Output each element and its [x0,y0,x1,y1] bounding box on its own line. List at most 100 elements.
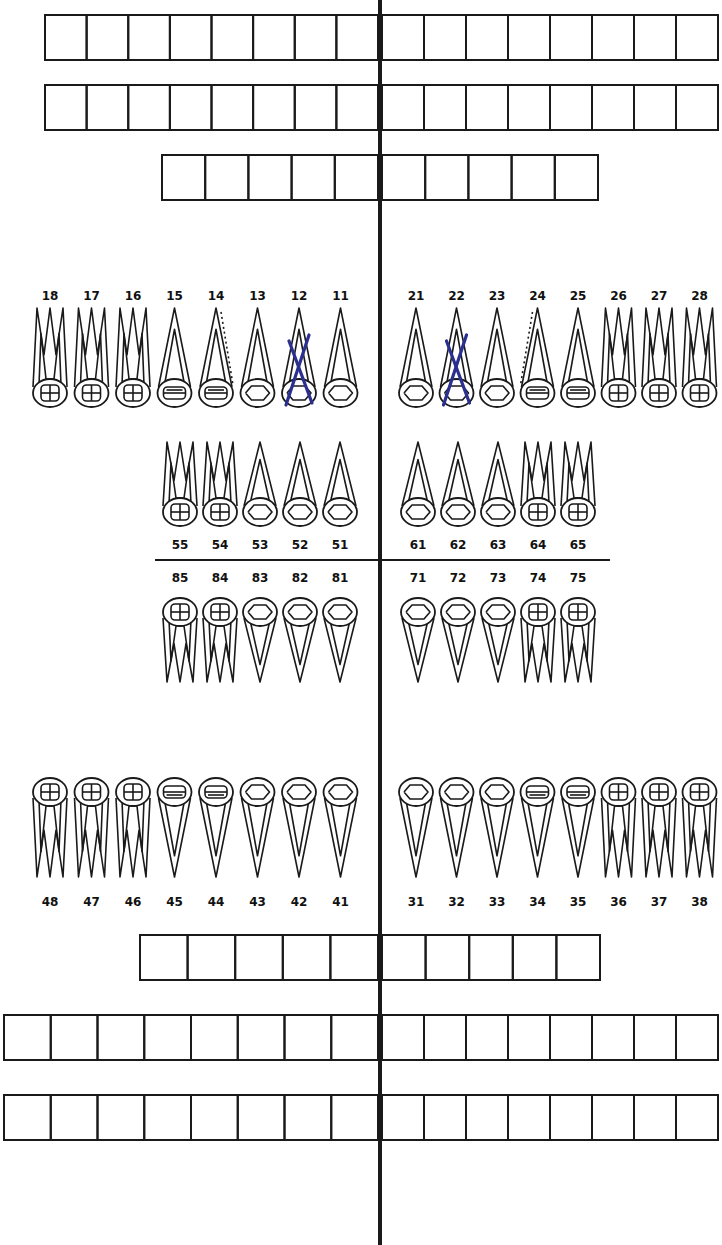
tooth-number: 36 [610,895,627,909]
chart-box [676,1015,718,1060]
tooth-outline [203,442,237,526]
chart-box [382,85,424,130]
chart-box [253,85,295,130]
tooth-outline [481,442,515,526]
tooth-number: 32 [448,895,465,909]
chart-box [424,1095,466,1140]
tooth-number: 47 [83,895,100,909]
chart-box [592,1095,634,1140]
chart-box [508,15,550,60]
tooth-number: 16 [125,289,142,303]
tooth-outline [75,778,109,877]
tooth-number: 53 [252,538,269,552]
tooth-number: 43 [249,895,266,909]
tooth-number: 55 [172,538,189,552]
tooth-outline [602,778,636,877]
tooth-number: 81 [332,571,349,585]
chart-box [4,1015,51,1060]
tooth-number: 17 [83,289,100,303]
chart-box [292,155,335,200]
chart-box [426,935,470,980]
chart-box [550,85,592,130]
tooth-outline [241,308,275,407]
chart-box [128,85,170,130]
tooth-number: 65 [570,538,587,552]
chart-box [634,1015,676,1060]
tooth-number: 21 [408,289,425,303]
chart-box [592,15,634,60]
chart-box [162,155,205,200]
tooth-number: 35 [570,895,587,909]
tooth-outline [561,442,595,526]
tooth-number: 46 [125,895,142,909]
tooth-outline [158,308,192,407]
tooth-outline [282,778,316,877]
midline [378,0,382,1245]
tooth-outline [521,442,555,526]
chart-box [676,15,718,60]
chart-box [87,85,129,130]
tooth-number: 84 [212,571,229,585]
tooth-number: 63 [490,538,507,552]
box-row [45,85,378,130]
tooth-outline [440,308,474,407]
tooth-number: 45 [166,895,183,909]
tooth-outline [602,308,636,407]
tooth-number: 62 [450,538,467,552]
chart-box [128,15,170,60]
tooth-outline [324,308,358,407]
tooth-number: 38 [691,895,708,909]
tooth-outline [561,598,595,682]
tooth-number: 26 [610,289,627,303]
chart-box [295,85,337,130]
chart-box [51,1015,98,1060]
arch-separator [155,559,610,561]
tooth-number: 83 [252,571,269,585]
tooth-number: 73 [490,571,507,585]
chart-box [592,85,634,130]
chart-box [235,935,283,980]
tooth-outline [243,598,277,682]
tooth-number: 11 [332,289,349,303]
chart-box [550,1015,592,1060]
tooth-number: 25 [570,289,587,303]
chart-box [170,85,212,130]
chart-box [550,1095,592,1140]
tooth-outline [399,308,433,407]
tooth-number: 75 [570,571,587,585]
chart-box [508,1015,550,1060]
missing-mark [444,335,470,405]
tooth-number: 31 [408,895,425,909]
tooth-number: 41 [332,895,349,909]
chart-box [45,85,87,130]
tooth-outline [441,598,475,682]
tooth-number: 14 [208,289,225,303]
tooth-number: 61 [410,538,427,552]
box-row [382,15,718,60]
chart-box [51,1095,98,1140]
chart-box [144,1095,191,1140]
tooth-number: 23 [489,289,506,303]
tooth-outline [323,598,357,682]
chart-box [550,15,592,60]
tooth-number: 37 [651,895,668,909]
chart-box [331,1015,378,1060]
tooth-outline [642,308,676,407]
tooth-outline [158,778,192,877]
tooth-outline [683,778,717,877]
tooth-outline [561,778,595,877]
tooth-outline [116,308,150,407]
tooth-outline [163,442,197,526]
tooth-number: 13 [249,289,266,303]
box-row [382,85,718,130]
chart-box [331,1095,378,1140]
missing-mark [286,335,312,405]
chart-box [382,155,425,200]
tooth-number: 42 [291,895,308,909]
chart-box [466,1095,508,1140]
chart-box [212,85,254,130]
dotted-outline [221,312,233,385]
chart-box [335,155,378,200]
